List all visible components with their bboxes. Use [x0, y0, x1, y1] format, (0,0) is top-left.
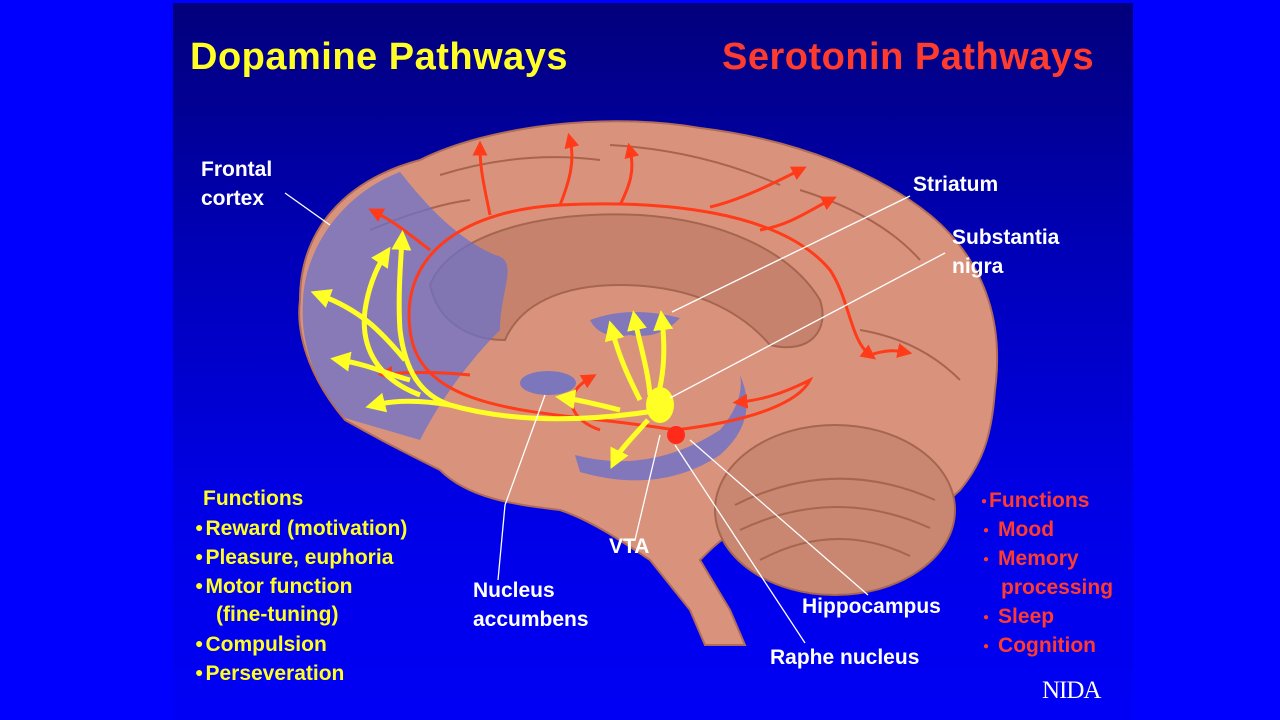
frontal-cortex-label: Frontal cortex [201, 155, 272, 213]
serotonin-function-subtext: processing [1001, 576, 1114, 599]
serotonin-function-item: ●Mood [983, 518, 1055, 541]
serotonin-function-item: ●Sleep [983, 605, 1055, 628]
nida-logo: NIDA [1042, 677, 1101, 704]
serotonin-pathways-title: Serotonin Pathways [722, 36, 1095, 78]
frontal-cortex-label-line2: cortex [201, 187, 265, 210]
serotonin-function-item: ●Cognition [983, 634, 1097, 657]
raphe-nucleus-source [667, 426, 685, 444]
dopamine-function-text: Reward (motivation) [205, 517, 408, 540]
serotonin-functions-heading-text: Functions [989, 489, 1090, 512]
dopamine-pathways-title: Dopamine Pathways [190, 36, 569, 78]
dopamine-function-item: ●Reward (motivation) [195, 517, 408, 540]
nucleus-accumbens-label: Nucleus accumbens [473, 576, 589, 634]
serotonin-function-text: Sleep [998, 605, 1055, 628]
dopamine-function-item: ●Compulsion [195, 633, 327, 656]
nucleus-accumbens-region [520, 371, 576, 395]
dopamine-pathways [310, 230, 674, 469]
raphe-nucleus-label: Raphe nucleus [770, 646, 920, 669]
serotonin-function-text: Mood [998, 518, 1055, 541]
cerebellum-folds [734, 477, 936, 561]
nucleus-accumbens-label-line1: Nucleus [473, 579, 555, 602]
dopamine-function-item: ●Perseveration [195, 662, 345, 685]
vta-source [646, 387, 674, 423]
serotonin-pathways [368, 132, 913, 432]
serotonin-function-text: Memory [998, 547, 1079, 570]
nucleus-accumbens-label-line2: accumbens [473, 608, 589, 631]
cortex-gyri [369, 144, 961, 381]
serotonin-function-item: ●Memory [983, 547, 1079, 570]
substantia-nigra-label: Substantia nigra [952, 223, 1059, 281]
corpus-callosum [428, 213, 824, 349]
dopamine-functions-heading: Functions [203, 487, 304, 510]
dopamine-function-text: Pleasure, euphoria [205, 546, 394, 569]
dopamine-function-text: Motor function [205, 575, 353, 598]
serotonin-functions-heading: ●Functions [981, 489, 1090, 512]
dopamine-function-item: ●Motor function [195, 575, 353, 598]
substantia-nigra-label-line1: Substantia [952, 226, 1060, 249]
dopamine-function-text: Compulsion [205, 633, 327, 656]
frontal-cortex-label-line1: Frontal [201, 158, 273, 181]
dopamine-function-subtext: (fine-tuning) [216, 603, 339, 626]
hippocampus-region [575, 375, 747, 481]
dopamine-function-text: Perseveration [205, 662, 345, 685]
substantia-nigra-label-line2: nigra [952, 255, 1004, 278]
hippocampus-label: Hippocampus [802, 595, 941, 618]
vta-label: VTA [609, 535, 650, 558]
cerebellum [714, 424, 956, 596]
leader-lines [284, 192, 946, 644]
serotonin-function-text: Cognition [998, 634, 1097, 657]
dopamine-function-item: ●Pleasure, euphoria [195, 546, 394, 569]
striatum-label: Striatum [913, 173, 999, 196]
